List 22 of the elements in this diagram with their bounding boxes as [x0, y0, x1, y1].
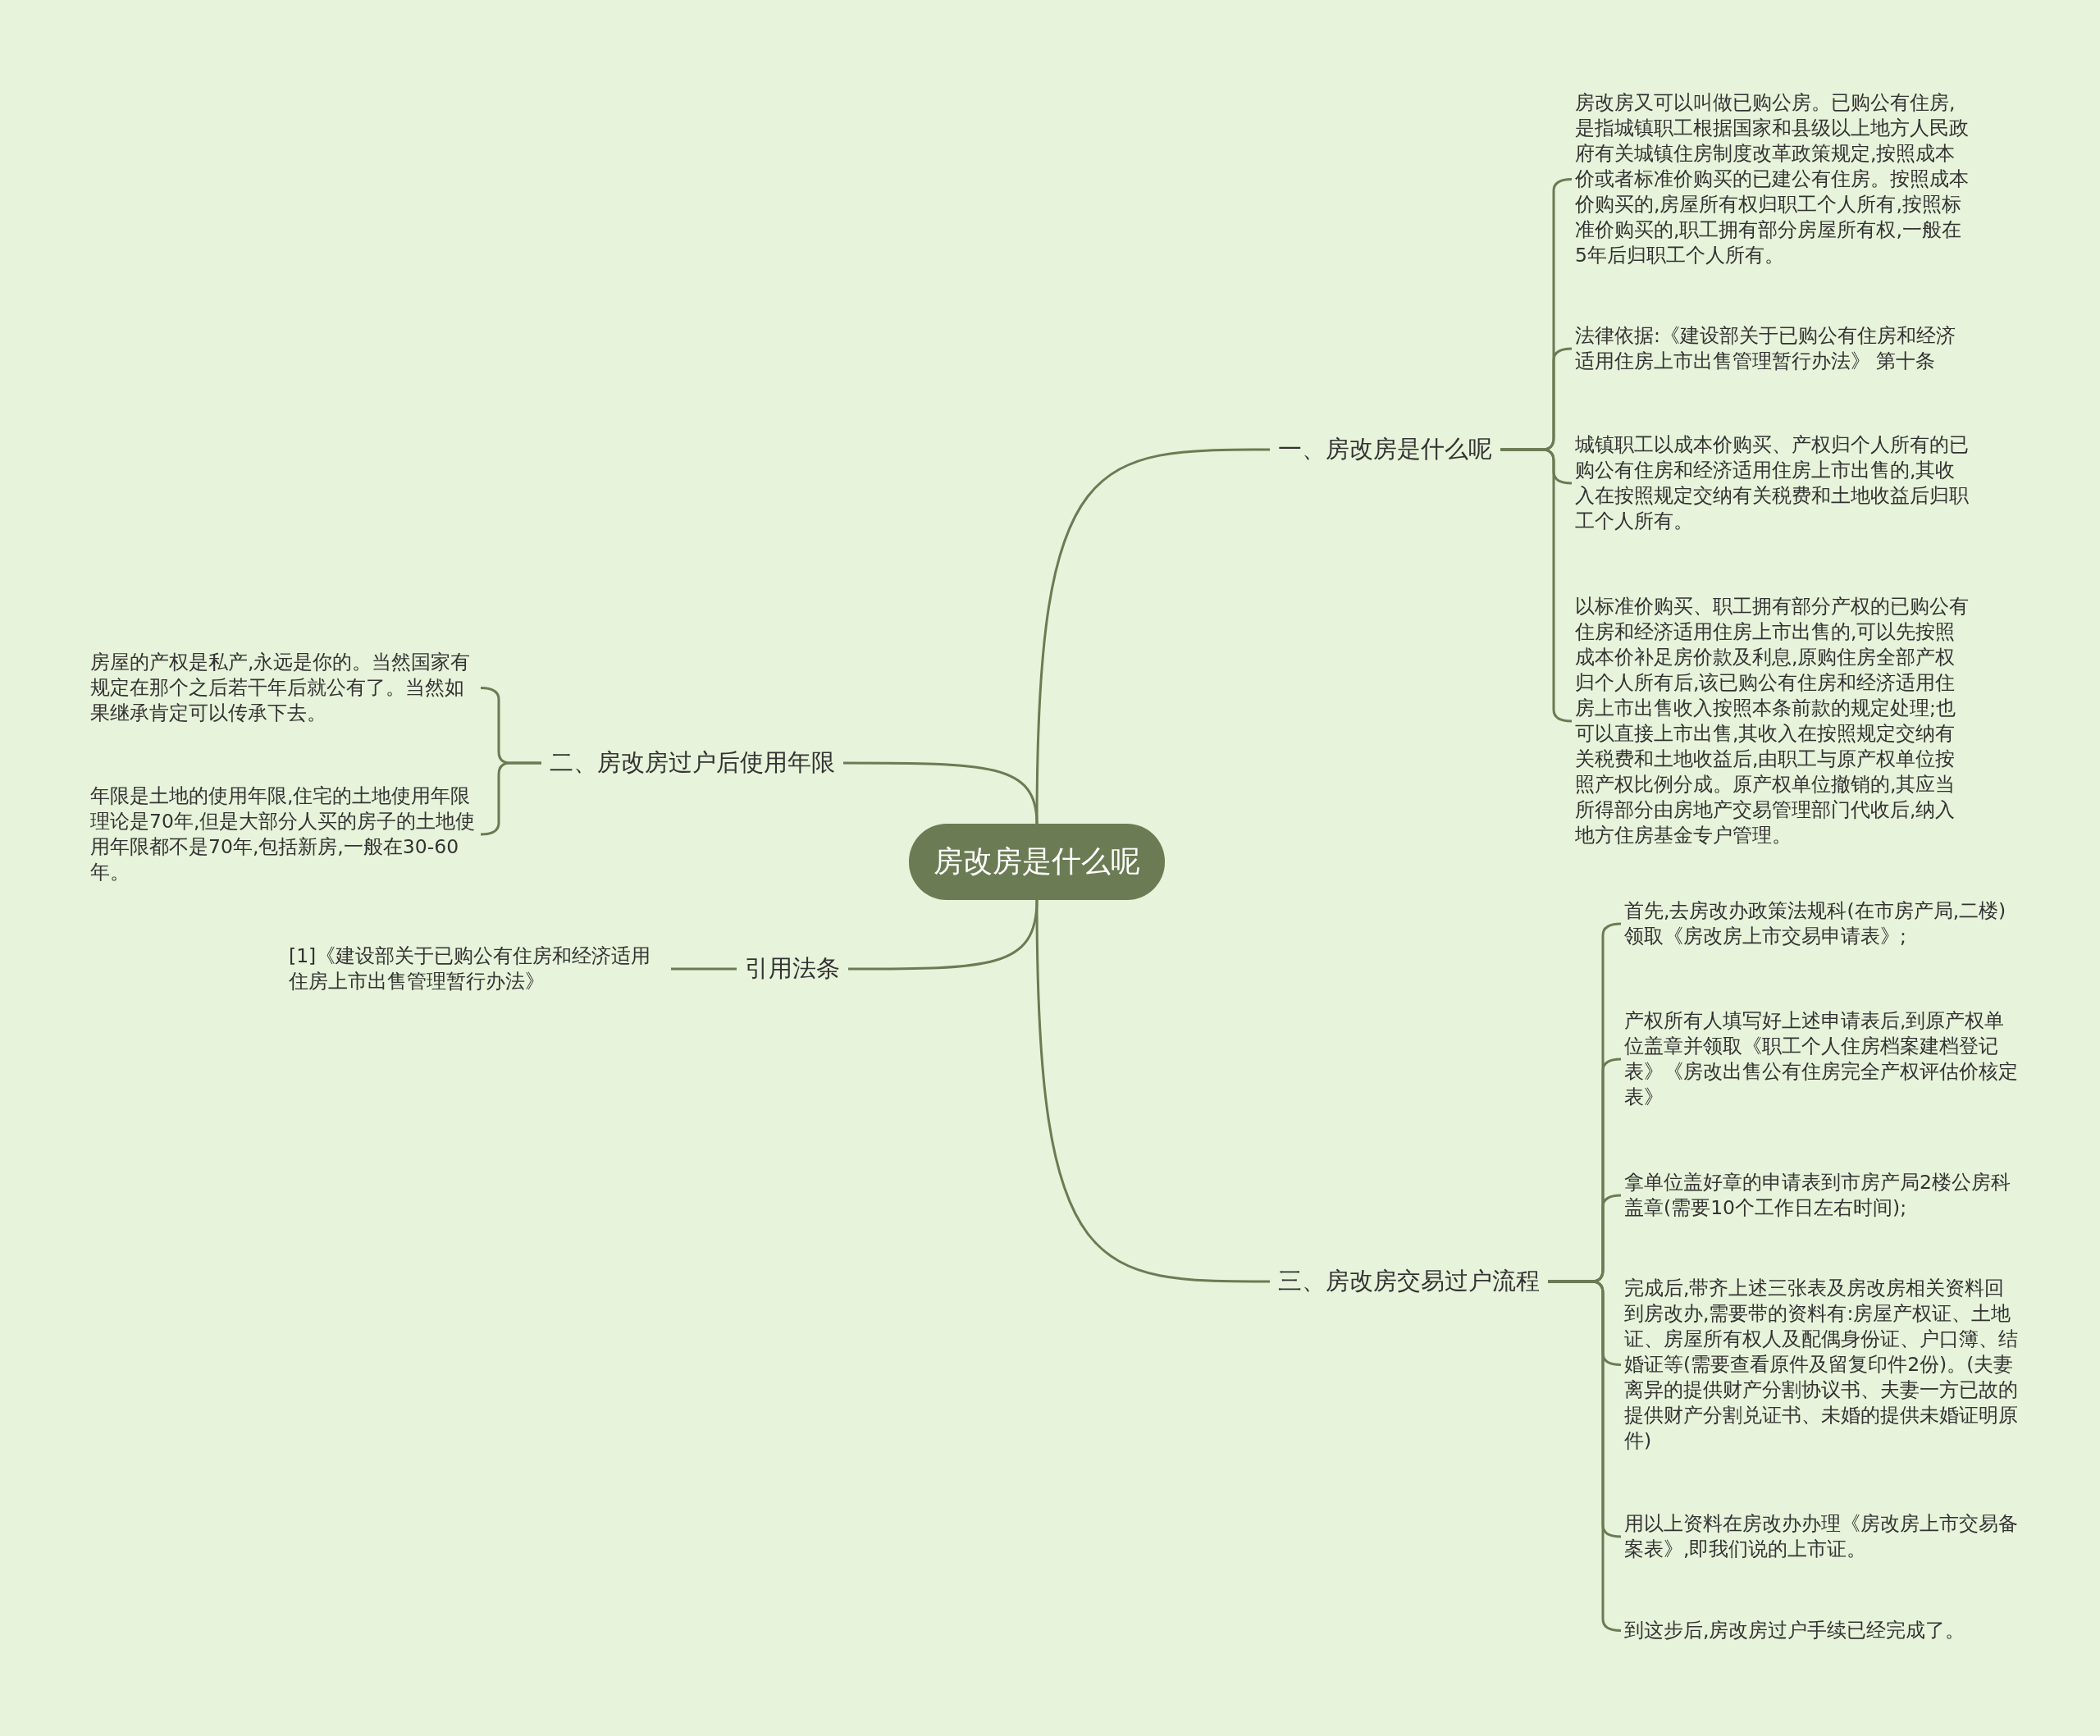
note-text: 拿单位盖好章的申请表到市房产局2楼公房科盖章(需要10个工作日左右时间); — [1621, 1168, 2023, 1222]
note-text: 产权所有人填写好上述申请表后,到原产权单位盖章并领取《职工个人住房档案建档登记表》《房改出售公有住房完全产权评估价核定表》 — [1621, 1007, 2023, 1112]
connector-line — [843, 761, 1039, 825]
connector-line — [1035, 899, 1270, 1283]
connector-line — [848, 899, 1039, 971]
branch-topic: 三、房改房交易过户流程 — [1270, 1260, 1548, 1303]
central-topic: 房改房是什么呢 — [909, 824, 1165, 900]
branch-topic: 引用法条 — [737, 948, 848, 990]
note-text: 首先,去房改办政策法规科(在市房产局,二楼)领取《房改房上市交易申请表》; — [1621, 897, 2023, 951]
note-text: 年限是土地的使用年限,住宅的土地使用年限理论是70年,但是大部分人买的房子的土地使用年限都不是70年,包括新房,一般在30-60年。 — [87, 782, 481, 887]
note-text: 房改房又可以叫做已购公房。已购公有住房,是指城镇职工根据国家和县级以上地方人民政府有关城镇住房制度改革政策规定,按照成本价或者标准价购买的已建公有住房。按照成本价购买的,房屋所有权归职工个人所有,按照标准价购买的,职工拥有部分房屋所有权,一般在5年后归职工个人所有。 — [1572, 89, 1974, 270]
note-text: 到这步后,房改房过户手续已经完成了。 — [1621, 1616, 2023, 1645]
branch-topic: 二、房改房过户后使用年限 — [541, 742, 843, 784]
note-text: 以标准价购买、职工拥有部分产权的已购公有住房和经济适用住房上市出售的,可以先按照成本价补足房价款及利息,原购住房全部产权归个人所有后,该已购公有住房和经济适用住房上市出售收入按照本条前款的规定处理;也可以直接上市出售,其收入在按照规定交纳有关税费和土地收益后,由职工与原产权单位按照产权比例分成。原产权单位撤销的,其应当所得部分由房地产交易管理部门代收后,纳入地方住房基金专户管理。 — [1572, 592, 1974, 850]
note-text: 用以上资料在房改办办理《房改房上市交易备案表》,即我们说的上市证。 — [1621, 1510, 2023, 1564]
note-text: 城镇职工以成本价购买、产权归个人所有的已购公有住房和经济适用住房上市出售的,其收入在按照规定交纳有关税费和土地收益后归职工个人所有。 — [1572, 431, 1974, 536]
note-text: 法律依据:《建设部关于已购公有住房和经济适用住房上市出售管理暂行办法》 第十条 — [1572, 322, 1974, 376]
connector-line — [671, 967, 737, 971]
note-text: 完成后,带齐上述三张表及房改房相关资料回到房改办,需要带的资料有:房屋产权证、土地证、房屋所有权人及配偶身份证、户口簿、结婚证等(需要查看原件及留复印件2份)。(夫妻离异的提供财产分割协议书、夫妻一方已故的提供财产分割兑证书、未婚的提供未婚证明原件) — [1621, 1274, 2023, 1455]
note-text: 房屋的产权是私产,永远是你的。当然国家有规定在那个之后若干年后就公有了。当然如果继承肯定可以传承下去。 — [87, 648, 481, 728]
note-text: [1]《建设部关于已购公有住房和经济适用住房上市出售管理暂行办法》 — [285, 942, 671, 996]
branch-topic: 一、房改房是什么呢 — [1270, 428, 1500, 471]
